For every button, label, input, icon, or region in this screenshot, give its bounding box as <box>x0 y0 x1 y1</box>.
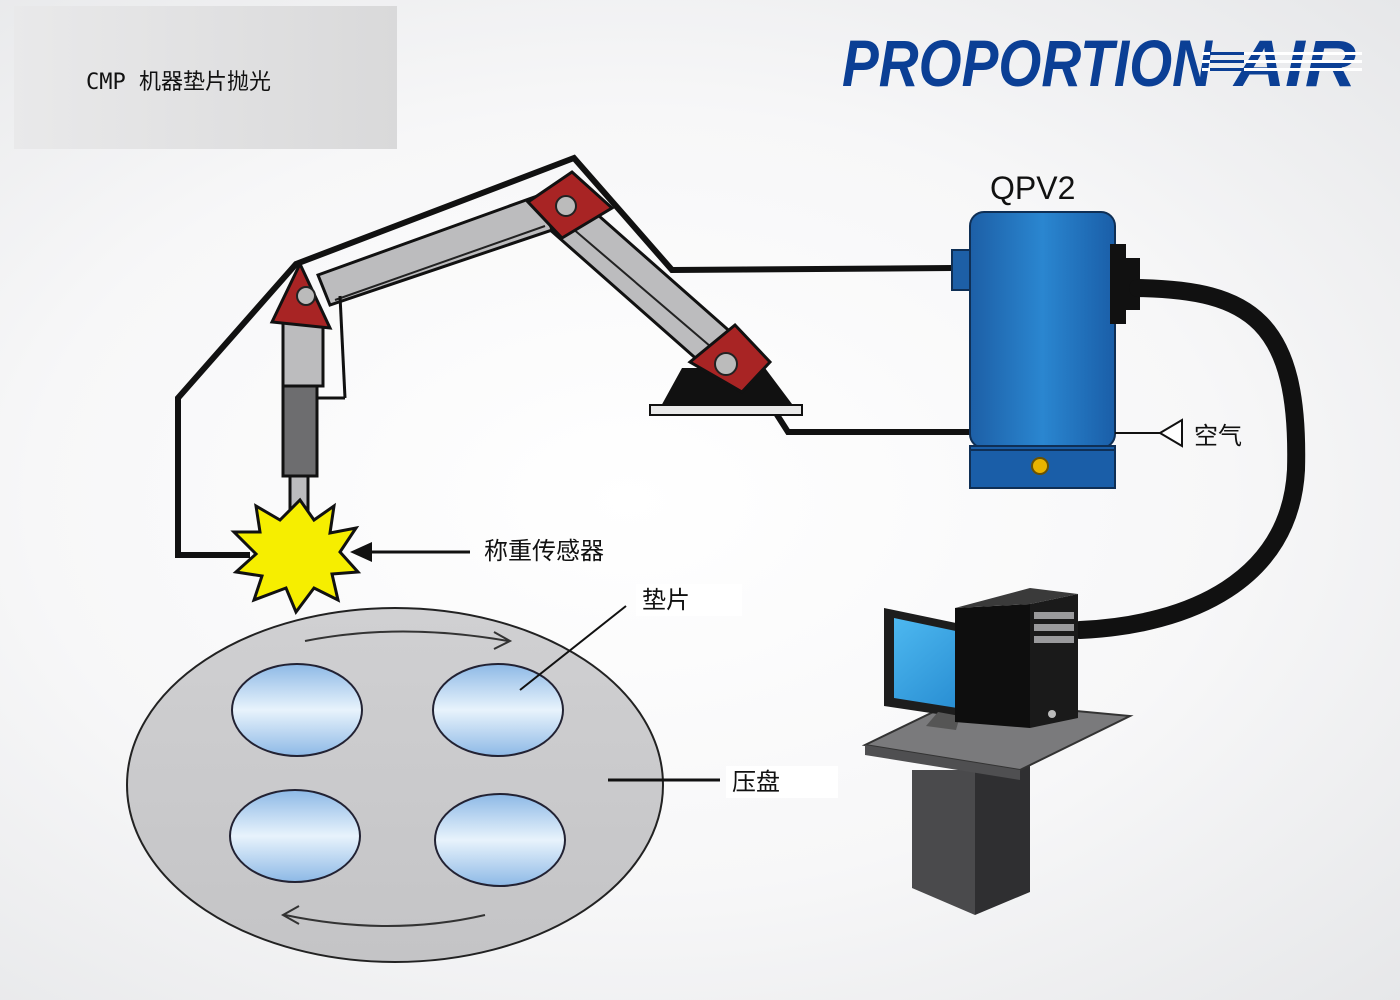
rotation-arrow-top <box>304 630 509 642</box>
device-label: QPV2 <box>990 170 1076 206</box>
load-sensor-label: 称重传感器 <box>484 537 604 565</box>
pad-leader-line <box>519 605 627 691</box>
pad-label: 垫片 <box>636 584 742 616</box>
valve-port-fitting <box>1031 457 1049 475</box>
rotation-arrow-top-head <box>493 631 513 650</box>
monitor-stand <box>926 712 960 730</box>
wrist-segment <box>281 316 325 388</box>
data-cable <box>1071 279 1306 639</box>
upper-arm <box>316 193 554 307</box>
page-title: CMP 机器垫片抛光 <box>86 70 271 95</box>
shoulder-joint <box>269 260 333 330</box>
tower-top <box>955 588 1078 608</box>
valve-connector <box>1110 244 1126 324</box>
platen <box>126 607 664 963</box>
logo-speed-lines <box>1202 52 1362 71</box>
pad-bottom-right <box>434 793 566 887</box>
logo-text-proportion: PROPORTION <box>842 26 1213 96</box>
air-inlet-triangle <box>1158 418 1183 448</box>
proportion-air-logo: PROPORTION AIR <box>842 26 1362 96</box>
rotation-arrow-bottom-head <box>280 905 300 925</box>
title-panel: CMP 机器垫片抛光 <box>14 6 397 149</box>
robot-base <box>660 368 795 408</box>
wrist-segment-lower <box>281 384 319 478</box>
elbow-joint <box>525 170 615 240</box>
pedestal-front <box>912 770 975 915</box>
robot-arm <box>269 170 803 516</box>
air-input <box>1115 418 1183 448</box>
valve-body <box>969 211 1116 449</box>
starburst-icon <box>230 497 362 615</box>
platen-label: 压盘 <box>726 766 838 798</box>
logo-dash-lines <box>1210 52 1244 71</box>
load-sensor <box>230 497 470 615</box>
pad-top-right <box>432 663 564 757</box>
pad-bottom-left <box>229 789 361 883</box>
pedestal-side <box>975 748 1030 915</box>
tower-side <box>955 604 1030 728</box>
qpv2-valve <box>951 211 1140 489</box>
pad-top-left <box>231 663 363 757</box>
robot-base-plate <box>649 404 803 416</box>
air-label: 空气 <box>1194 422 1242 450</box>
computer-workstation <box>861 588 1134 915</box>
rotation-arrow-bottom <box>284 914 486 927</box>
sensor-arrow-head <box>350 542 372 562</box>
base-joint <box>687 322 773 394</box>
